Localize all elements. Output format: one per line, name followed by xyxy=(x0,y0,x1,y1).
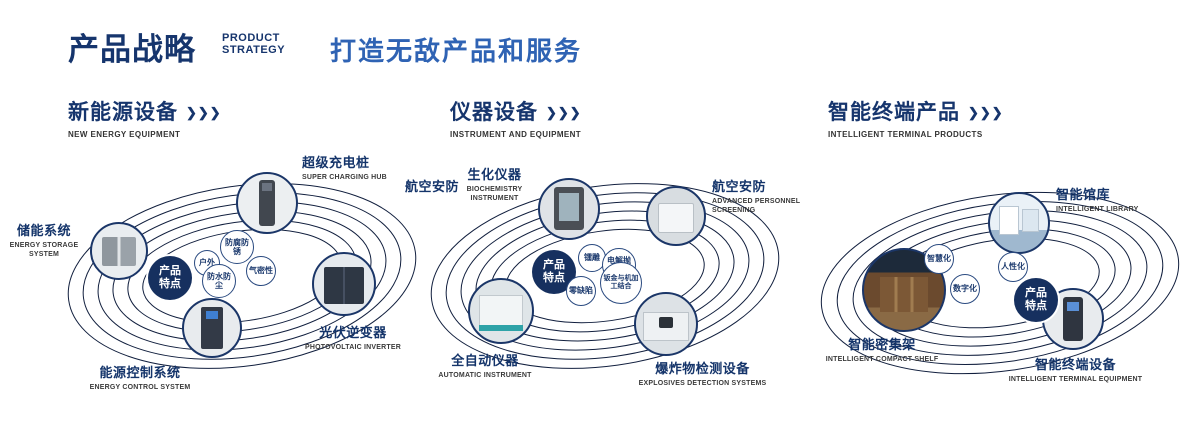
page-subtitle-line2: STRATEGY xyxy=(222,43,286,56)
feature-label: 钣金与机加工结合 xyxy=(603,274,639,290)
feature-label: 镭雕 xyxy=(584,253,600,263)
product-image-intelligent-compact-shelf xyxy=(862,248,946,332)
product-name-en: BIOCHEMISTRY INSTRUMENT xyxy=(466,186,523,203)
product-name-en: SUPER CHARGING HUB xyxy=(302,174,387,181)
page-subtitle-line1: PRODUCT xyxy=(222,32,280,44)
page-subtitle: PRODUCT STRATEGY xyxy=(222,32,286,56)
product-name: 智能终端设备 xyxy=(1034,357,1116,372)
feature-label: 户外 xyxy=(199,258,215,268)
feature-bubble: 气密性 xyxy=(246,256,276,286)
product-image-energy-storage xyxy=(90,222,148,280)
feature-label: 防腐防锈 xyxy=(225,237,249,256)
product-label-biochemistry-instrument: 生化仪器 BIOCHEMISTRY INSTRUMENT xyxy=(442,164,547,203)
product-image-biochemistry-instrument xyxy=(538,178,600,240)
product-name-en: INTELLIGENT TERMINAL EQUIPMENT xyxy=(1008,376,1143,383)
product-name-en: INTELLIGENT LIBRARY xyxy=(1056,206,1139,213)
section-title-en: INSTRUMENT AND EQUIPMENT xyxy=(450,130,582,139)
product-image-intelligent-library xyxy=(988,192,1050,254)
feature-label: 气密性 xyxy=(249,266,273,276)
product-name-en: EXPLOSIVES DETECTION SYSTEMS xyxy=(638,380,767,387)
feature-label: 零缺陷 xyxy=(569,286,593,296)
product-label-energy-storage: 储能系统 ENERGY STORAGE SYSTEM xyxy=(0,220,88,259)
product-image-automatic-instrument xyxy=(468,278,534,344)
product-label-intelligent-library: 智能馆库 INTELLIGENT LIBRARY xyxy=(1056,184,1166,214)
feature-label: 防水防尘 xyxy=(207,271,231,290)
section-title-en: NEW ENERGY EQUIPMENT xyxy=(68,130,181,139)
center-badge-label: 产品特点 xyxy=(159,265,181,290)
page-title: 产品战略 xyxy=(68,32,196,67)
triple-chevron-icon: ❯❯❯ xyxy=(186,104,222,120)
section-title-en: INTELLIGENT TERMINAL PRODUCTS xyxy=(828,130,983,139)
feature-label: 数字化 xyxy=(953,284,977,294)
product-name-en: PHOTOVOLTAIC INVERTER xyxy=(305,344,401,351)
product-name: 全自动仪器 xyxy=(451,353,519,368)
orbit-rings-new-energy xyxy=(67,183,417,369)
product-name-en: ADVANCED PERSONNEL SCREENING xyxy=(712,198,801,215)
product-label-intelligent-compact-shelf: 智能密集架 INTELLIGENT COMPACT SHELF xyxy=(822,334,942,364)
product-label-photovoltaic-inverter: 光伏逆变器 PHOTOVOLTAIC INVERTER xyxy=(298,322,408,352)
triple-chevron-icon: ❯❯❯ xyxy=(546,104,582,120)
feature-label: 智慧化 xyxy=(927,254,951,264)
section-head-intelligent-terminal: 智能终端产品 ❯❯❯ INTELLIGENT TERMINAL PRODUCTS xyxy=(828,96,1004,139)
center-badge-intelligent-terminal: 产品特点 xyxy=(1014,278,1058,322)
product-label-energy-control-system: 能源控制系统 ENERGY CONTROL SYSTEM xyxy=(80,362,200,392)
section-head-instrument: 仪器设备 ❯❯❯ INSTRUMENT AND EQUIPMENT xyxy=(450,96,582,139)
product-label-automatic-instrument: 全自动仪器 AUTOMATIC INSTRUMENT xyxy=(425,350,545,380)
product-name-en: AUTOMATIC INSTRUMENT xyxy=(438,372,532,379)
feature-bubble: 零缺陷 xyxy=(566,276,596,306)
product-name: 智能密集架 xyxy=(848,337,916,352)
feature-bubble: 智慧化 xyxy=(924,244,954,274)
product-image-personnel-screening xyxy=(646,186,706,246)
feature-bubble: 数字化 xyxy=(950,274,980,304)
section-head-new-energy: 新能源设备 ❯❯❯ NEW ENERGY EQUIPMENT xyxy=(68,96,222,139)
center-badge-label: 产品特点 xyxy=(543,259,565,284)
section-title: 智能终端产品 xyxy=(828,101,960,124)
product-name: 智能馆库 xyxy=(1056,187,1111,202)
product-name: 能源控制系统 xyxy=(99,365,181,380)
feature-bubble: 镭雕 xyxy=(578,244,606,272)
product-name-en: ENERGY CONTROL SYSTEM xyxy=(89,384,191,391)
section-title: 仪器设备 xyxy=(450,101,538,124)
product-name: 超级充电桩 xyxy=(302,155,370,170)
product-name: 储能系统 xyxy=(16,223,71,238)
feature-bubble: 人性化 xyxy=(998,252,1028,282)
feature-bubble: 防水防尘 xyxy=(202,264,236,298)
product-image-photovoltaic-inverter xyxy=(312,252,376,316)
product-image-energy-control-system xyxy=(182,298,242,358)
product-name: 生化仪器 xyxy=(467,167,522,182)
feature-bubble: 钣金与机加工结合 xyxy=(600,262,642,304)
product-name-en: ENERGY STORAGE SYSTEM xyxy=(9,242,79,259)
slogan: 打造无敌产品和服务 xyxy=(330,36,583,66)
triple-chevron-icon: ❯❯❯ xyxy=(968,104,1004,120)
feature-label: 人性化 xyxy=(1001,262,1025,272)
product-name: 光伏逆变器 xyxy=(319,325,387,340)
product-label-explosives-detection: 爆炸物检测设备 EXPLOSIVES DETECTION SYSTEMS xyxy=(630,358,775,388)
center-badge-label: 产品特点 xyxy=(1025,287,1047,312)
product-name: 爆炸物检测设备 xyxy=(655,361,750,376)
section-title: 新能源设备 xyxy=(68,101,178,124)
product-image-super-charging-hub xyxy=(236,172,298,234)
product-image-explosives-detection xyxy=(634,292,698,356)
product-name: 航空安防 xyxy=(712,179,767,194)
feature-bubble: 防腐防锈 xyxy=(220,230,254,264)
product-label-super-charging-hub: 超级充电桩 SUPER CHARGING HUB xyxy=(302,152,412,182)
side-label-aviation-security: 航空安防 xyxy=(405,179,460,194)
product-name-en: INTELLIGENT COMPACT SHELF xyxy=(825,356,939,363)
product-label-personnel-screening: 航空安防 ADVANCED PERSONNEL SCREENING xyxy=(712,176,817,215)
center-badge-new-energy: 产品特点 xyxy=(148,256,192,300)
product-label-intelligent-terminal-equipment: 智能终端设备 INTELLIGENT TERMINAL EQUIPMENT xyxy=(1008,354,1143,384)
